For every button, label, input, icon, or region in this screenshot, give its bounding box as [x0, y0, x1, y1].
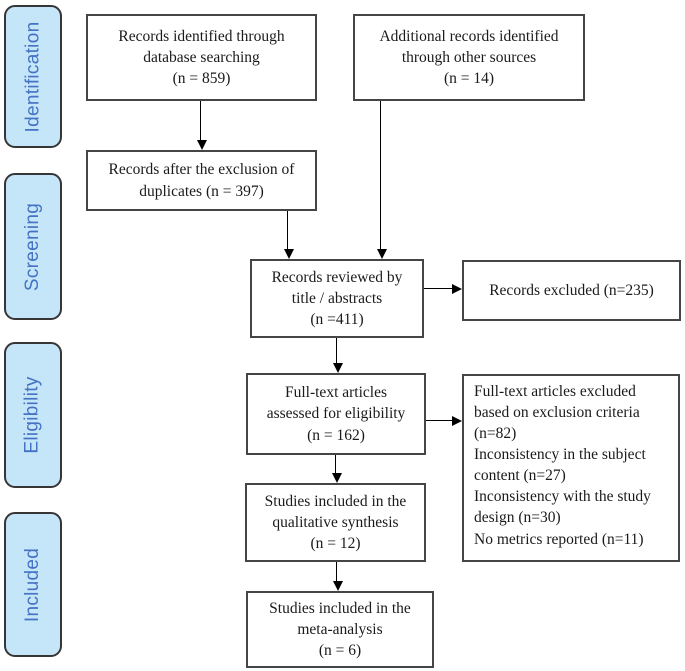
box-fulltext-excluded-reasons: Full-text articles excluded based on exc…: [462, 374, 680, 562]
box-after-duplicates: Records after the exclusion of duplicate…: [86, 150, 317, 211]
stage-identification: Identification: [4, 5, 62, 148]
box-line: assessed for eligibility: [266, 405, 406, 423]
box-line: Records identified through: [118, 27, 285, 45]
box-line: through other sources: [401, 48, 537, 66]
box-line: No metrics reported (n=11): [474, 530, 644, 548]
box-line: Full-text articles: [284, 384, 387, 402]
box-line: title / abstracts: [291, 289, 383, 307]
arrow-fulltext-to-qualitative: [331, 455, 342, 483]
stage-screening-label: Screening: [22, 202, 44, 291]
box-line: (n = 859): [172, 70, 231, 88]
box-line: Studies included in the: [264, 492, 407, 510]
box-line: database searching: [143, 48, 260, 66]
stage-included-label: Included: [22, 547, 44, 622]
box-line: Full-text articles excluded based on exc…: [474, 383, 640, 443]
box-line: (n =411): [310, 311, 364, 329]
box-line: meta-analysis: [297, 620, 383, 638]
stage-eligibility: Eligibility: [4, 342, 62, 488]
box-line: qualitative synthesis: [272, 513, 399, 531]
box-line: (n = 12): [310, 535, 361, 553]
box-fulltext-assessed: Full-text articles assessed for eligibil…: [246, 373, 426, 455]
box-additional-records: Additional records identified through ot…: [353, 14, 585, 101]
box-records-excluded: Records excluded (n=235): [462, 260, 681, 321]
arrow-qualitative-to-meta: [332, 562, 343, 591]
box-meta-analysis: Studies included in the meta-analysis (n…: [246, 591, 434, 668]
arrow-fulltext-to-reasons: [426, 415, 462, 426]
box-records-reviewed: Records reviewed by title / abstracts (n…: [250, 259, 424, 338]
stage-included: Included: [4, 512, 62, 657]
box-line: duplicates (n = 397): [139, 182, 264, 200]
arrow-reviewed-to-excluded: [424, 283, 462, 294]
box-line: Inconsistency with the study design (n=3…: [474, 488, 651, 527]
arrow-reviewed-to-fulltext: [332, 338, 343, 373]
box-line: (n = 6): [318, 642, 362, 660]
box-line: (n = 14): [443, 70, 495, 88]
box-line: Records excluded (n=235): [489, 281, 654, 299]
box-records-identified: Records identified through database sear…: [86, 14, 317, 101]
box-line: Studies included in the: [269, 599, 411, 617]
stage-screening: Screening: [4, 173, 62, 320]
box-line: Records reviewed by: [271, 268, 403, 286]
box-qualitative-synthesis: Studies included in the qualitative synt…: [245, 483, 426, 562]
arrow-additional-to-reviewed: [376, 101, 387, 259]
stage-eligibility-label: Eligibility: [22, 376, 43, 454]
arrow-duplicates-to-reviewed: [283, 211, 294, 259]
arrow-identified-to-duplicates: [196, 101, 207, 150]
box-line: Records after the exclusion of: [108, 161, 295, 179]
box-line: Inconsistency in the subject content (n=…: [474, 446, 646, 485]
box-line: (n = 162): [307, 426, 365, 444]
box-line: Additional records identified: [379, 27, 559, 45]
stage-identification-label: Identification: [22, 21, 44, 132]
